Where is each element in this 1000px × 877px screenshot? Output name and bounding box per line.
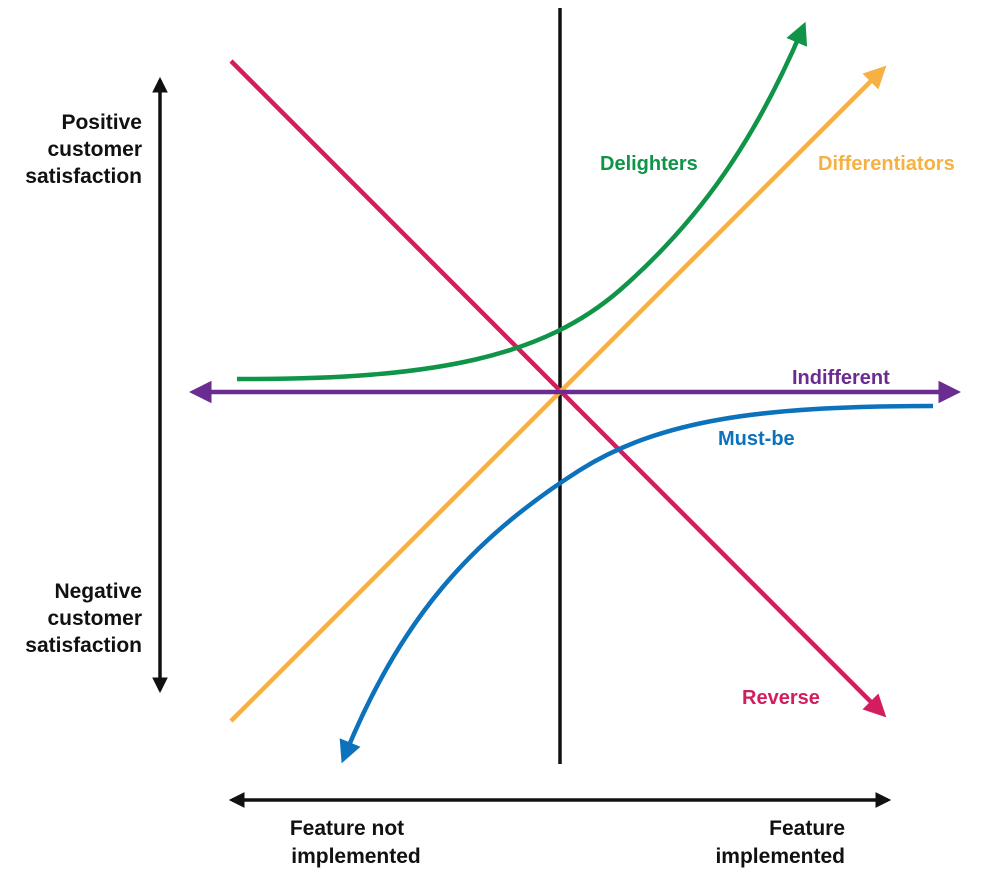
svg-text:implemented: implemented (291, 845, 421, 868)
feature-not-implemented-label: Feature not implemented (290, 817, 421, 868)
svg-text:customer: customer (47, 607, 142, 630)
positive-satisfaction-label: Positive customer satisfaction (25, 111, 142, 188)
delighters-curve (236, 21, 808, 382)
svg-text:customer: customer (47, 138, 142, 161)
indifferent-label: Indifferent (792, 367, 890, 389)
svg-text:Feature not: Feature not (290, 817, 404, 840)
differentiators-label: Differentiators (818, 153, 955, 175)
svg-text:Negative: Negative (54, 580, 142, 603)
svg-text:satisfaction: satisfaction (25, 165, 142, 188)
must-be-label: Must-be (718, 428, 795, 450)
feature-implemented-label: Feature implemented (715, 817, 845, 868)
svg-text:implemented: implemented (715, 845, 845, 868)
must-be-curve (339, 403, 934, 764)
svg-text:Positive: Positive (61, 111, 142, 134)
negative-satisfaction-label: Negative customer satisfaction (25, 580, 142, 657)
svg-text:Feature: Feature (769, 817, 845, 840)
delighters-label: Delighters (600, 153, 698, 175)
reverse-label: Reverse (742, 687, 820, 709)
reverse-curve (229, 59, 887, 718)
svg-text:satisfaction: satisfaction (25, 634, 142, 657)
differentiators-curve (229, 65, 887, 723)
